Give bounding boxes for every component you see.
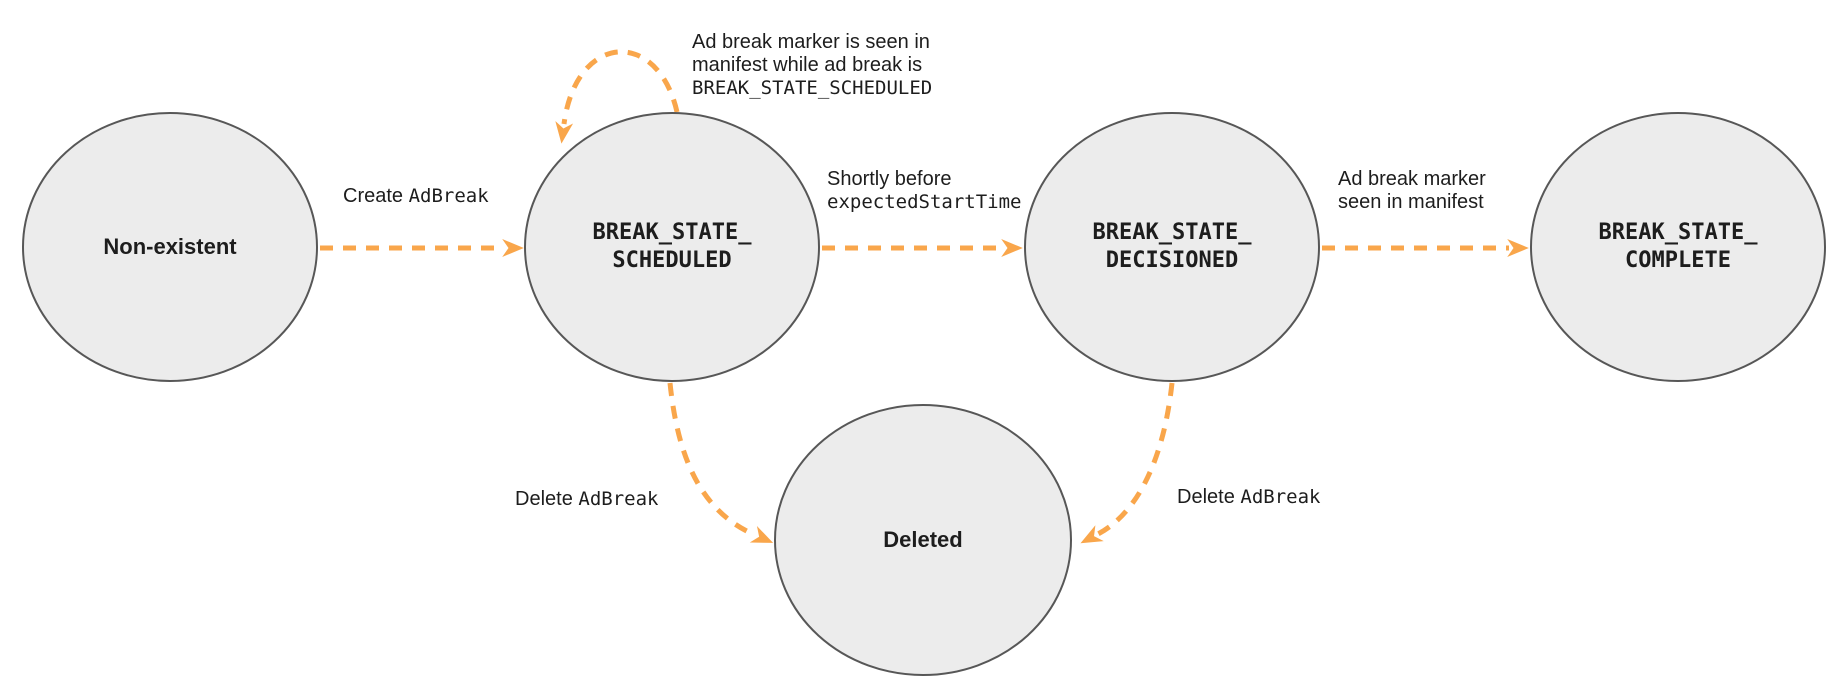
node-label-line: SCHEDULED [612,248,732,273]
node-label-decisioned: BREAK_STATE_ DECISIONED [1093,219,1252,275]
state-node-non-existent [22,112,318,382]
node-label-complete: BREAK_STATE_ COMPLETE [1599,219,1758,275]
node-label-non-existent: Non-existent [103,234,237,259]
edge-self-loop-scheduled [555,49,680,144]
node-label-line: BREAK_STATE_ [592,220,752,245]
edge-delete-from-decisioned [1080,382,1175,544]
state-node-scheduled [524,112,820,382]
edge-label-code: AdBreak [1240,486,1321,508]
state-node-decisioned [1024,112,1320,382]
edge-label-code: BREAK_STATE_SCHEDULED [692,77,933,99]
edge-label-text: Shortly before [827,168,952,190]
edge-label-text: Ad break marker [1338,168,1486,190]
edge-label-text: manifest while ad break is [692,54,923,76]
state-node-complete [1530,112,1826,382]
node-label-line: DECISIONED [1105,248,1239,273]
edge-label-text: Delete [1177,486,1241,508]
edge-label-code: expectedStartTime [827,191,1022,213]
state-node-deleted [774,404,1072,676]
edge-label-text: seen in manifest [1338,191,1484,213]
node-label-deleted: Deleted [883,527,963,552]
edge-label-marker-seen: Ad break marker seen in manifest [1338,168,1486,214]
edge-label-code: AdBreak [408,185,489,207]
edge-label-delete-left: Delete AdBreak [515,488,658,511]
edge-label-text: Ad break marker is seen in [692,31,930,53]
edge-label-text: Create [343,185,409,207]
edge-label-code: AdBreak [578,488,659,510]
node-label-line: BREAK_STATE_ [1598,220,1758,245]
node-label-line: COMPLETE [1625,248,1731,273]
edge-label-self-loop: Ad break marker is seen in manifest whil… [692,31,932,100]
edge-label-create-adbreak: Create AdBreak [343,185,489,208]
node-label-scheduled: BREAK_STATE_ SCHEDULED [593,219,752,275]
edge-label-delete-right: Delete AdBreak [1177,486,1320,509]
edge-delete-from-scheduled [667,382,774,543]
edge-label-shortly-before: Shortly before expectedStartTime [827,168,1021,214]
edge-label-text: Delete [515,488,579,510]
node-label-line: BREAK_STATE_ [1092,220,1252,245]
